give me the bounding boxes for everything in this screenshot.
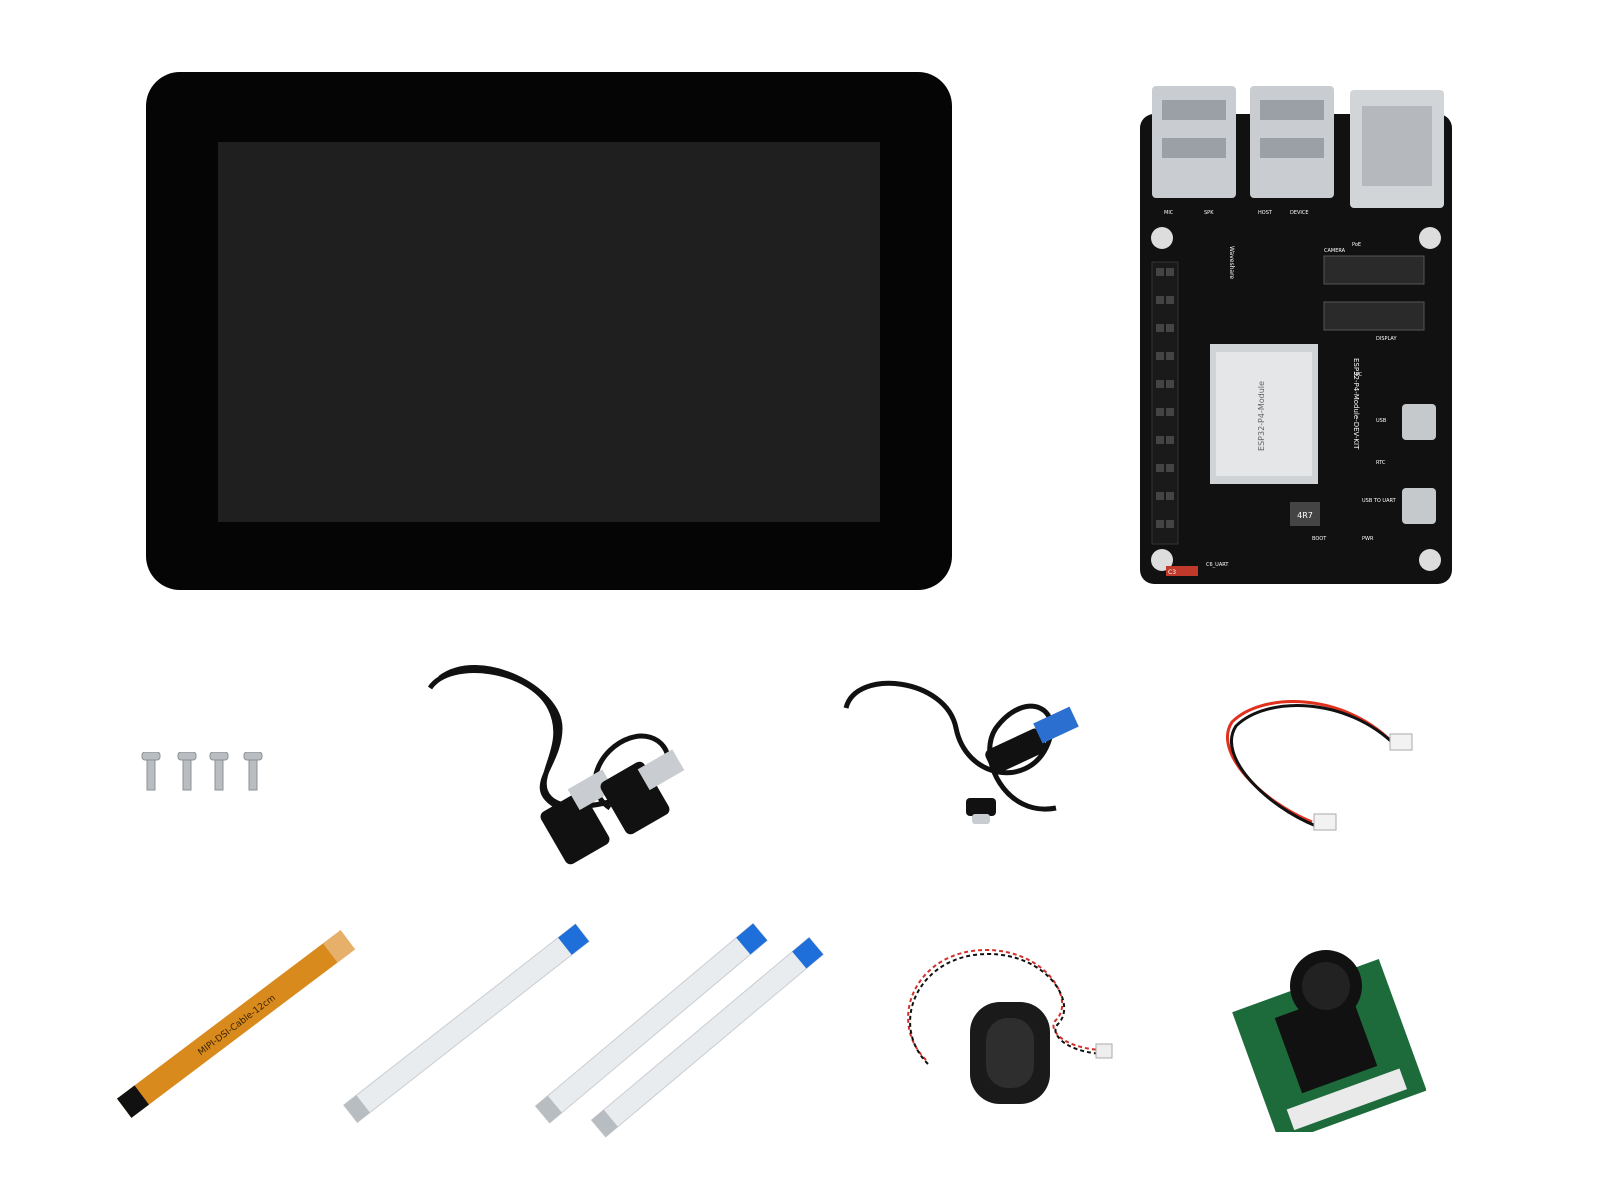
brand-label: Waveshare xyxy=(1228,246,1235,279)
jumper-cable xyxy=(1222,682,1442,852)
ffc-cable-2 xyxy=(502,904,802,1144)
gpio-header xyxy=(1151,261,1179,545)
svg-text:RTC: RTC xyxy=(1376,460,1386,466)
usb-port-2 xyxy=(1250,86,1334,198)
usb-c-port-uart xyxy=(1402,488,1436,524)
usb-a-cable xyxy=(410,648,700,868)
screws xyxy=(136,752,276,798)
svg-text:CAMERA: CAMERA xyxy=(1324,248,1346,254)
svg-text:C6_UART: C6_UART xyxy=(1206,562,1229,568)
camera-module xyxy=(1226,932,1426,1132)
svg-text:PoE: PoE xyxy=(1352,242,1361,248)
esp32-p4-module: ESP32-P4-Module xyxy=(1210,344,1318,484)
svg-text:DISPLAY: DISPLAY xyxy=(1376,336,1397,342)
usb-c-port-usb xyxy=(1402,404,1436,440)
svg-text:MIC: MIC xyxy=(1164,210,1174,216)
usb-c-cable xyxy=(826,668,1116,848)
lcd-display xyxy=(146,72,952,590)
svg-text:I2C: I2C xyxy=(1354,372,1363,378)
board-model-label: ESP32-P4-Module-DEV-KIT xyxy=(1352,358,1360,450)
ffc-cable-1 xyxy=(312,914,622,1134)
camera-connector xyxy=(1323,255,1425,285)
mipi-cable-label: MIPI-DSI-Cable-12cm xyxy=(197,993,278,1058)
svg-text:PWR: PWR xyxy=(1362,536,1374,542)
svg-text:BOOT: BOOT xyxy=(1312,536,1327,542)
svg-text:HOST: HOST xyxy=(1258,210,1273,216)
inductor: 4R7 xyxy=(1290,502,1320,526)
svg-text:USB: USB xyxy=(1376,418,1387,424)
module-label: ESP32-P4-Module xyxy=(1257,381,1266,451)
ethernet-port xyxy=(1350,90,1444,208)
ffc-cable-3 xyxy=(558,918,858,1158)
svg-text:C3: C3 xyxy=(1168,569,1176,576)
svg-text:SPK: SPK xyxy=(1204,210,1214,216)
svg-text:USB TO UART: USB TO UART xyxy=(1362,498,1397,504)
speaker xyxy=(896,940,1126,1120)
mipi-dsi-fpc-cable: MIPI-DSI-Cable-12cm xyxy=(86,924,386,1124)
display-connector xyxy=(1323,301,1425,331)
esp32-p4-board: ESP32-P4-Module 4R7 ESP32-P4-Module-DEV-… xyxy=(1140,86,1452,592)
usb-port-1 xyxy=(1152,86,1236,198)
svg-text:DEVICE: DEVICE xyxy=(1290,210,1309,216)
svg-text:4R7: 4R7 xyxy=(1297,511,1313,520)
